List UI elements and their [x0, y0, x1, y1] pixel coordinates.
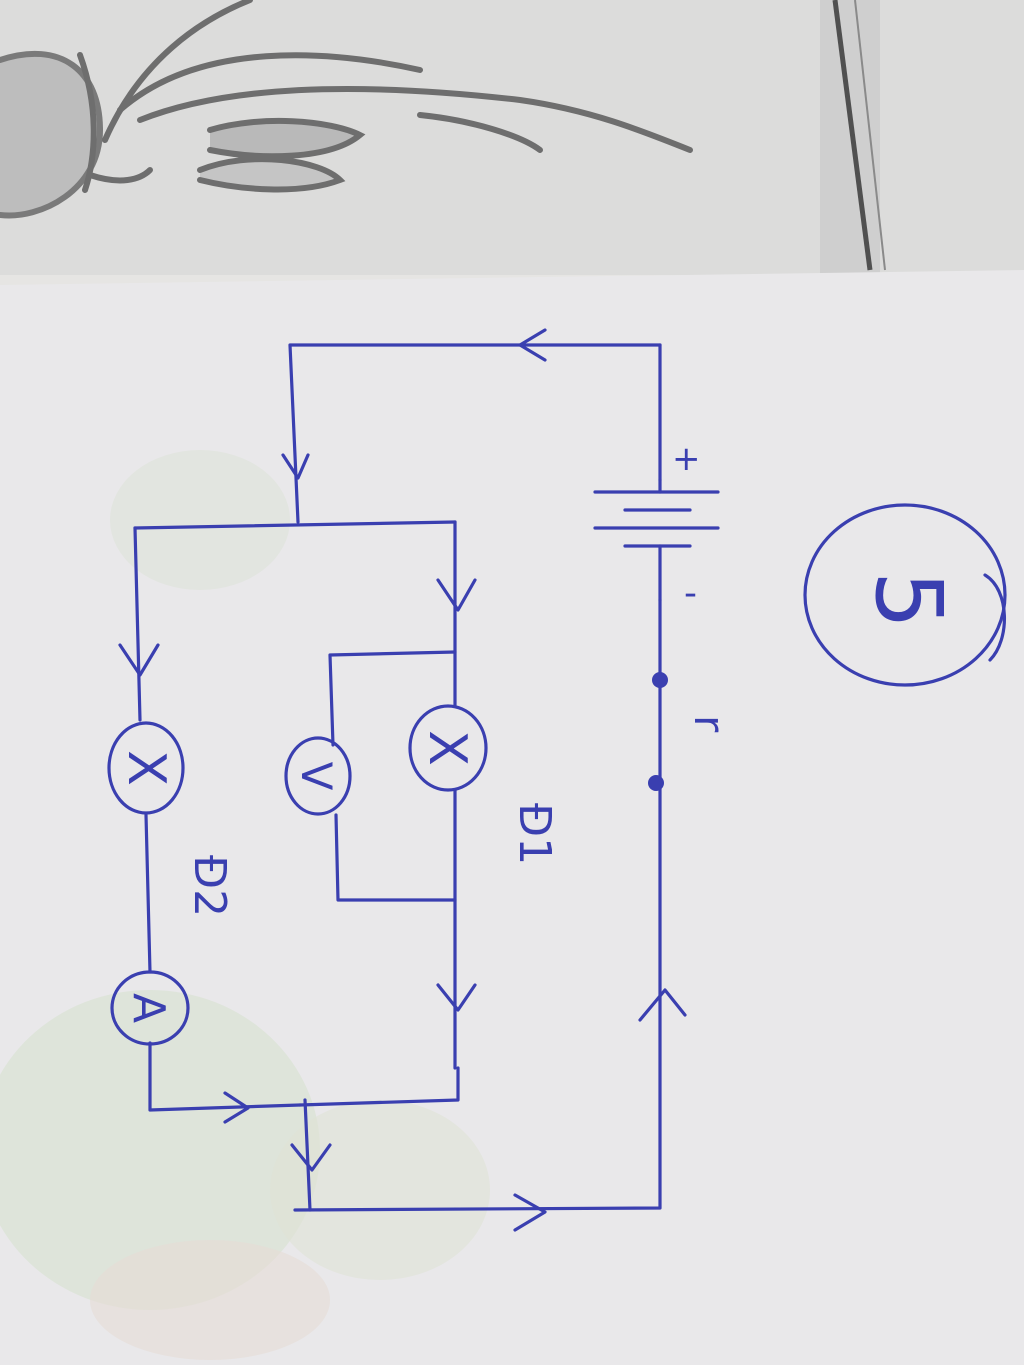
- svg-text:V: V: [292, 762, 341, 791]
- wire-branch-left-3: [148, 1041, 302, 1112]
- wire-branch-left-2: [144, 813, 152, 974]
- svg-text:A: A: [123, 993, 174, 1023]
- wire-top: [288, 343, 662, 524]
- lamp-1-label: Đ1: [509, 803, 560, 865]
- arrow-down-left: [281, 453, 310, 480]
- arrow-branch-left: [118, 643, 160, 677]
- arrow-bottom: [513, 1193, 547, 1232]
- wire-right-lower: [293, 598, 662, 1212]
- wire-branch-left-1: [133, 526, 142, 722]
- battery-minus-sign: -: [684, 573, 697, 614]
- wire-junction-bottom: [303, 1098, 312, 1212]
- lamp-2: X: [107, 721, 185, 815]
- arrow-branch-right-top: [436, 578, 477, 612]
- wire-branch-right-3: [298, 1066, 460, 1107]
- battery-plus-sign: +: [672, 439, 701, 479]
- wire-junction-top: [133, 520, 457, 530]
- lamp-2-label: Đ2: [184, 855, 235, 917]
- arrow-branch-right-bottom: [436, 983, 477, 1012]
- svg-text:X: X: [417, 730, 477, 766]
- wire-voltmeter: [328, 650, 457, 902]
- lamp-1: X: [408, 704, 488, 792]
- battery-symbol: [593, 478, 720, 602]
- voltmeter: V: [284, 736, 352, 816]
- ammeter: A: [110, 970, 190, 1046]
- arrow-right-up: [638, 988, 687, 1022]
- arrow-top: [518, 328, 547, 362]
- arrow-junction-bottom: [290, 1143, 332, 1172]
- internal-resistance-label: r: [685, 715, 734, 733]
- svg-text:X: X: [116, 750, 176, 786]
- terminal-dot-top: [652, 672, 668, 688]
- arrow-branch-left-bottom: [223, 1091, 250, 1124]
- butterfly-drawing: [0, 0, 693, 219]
- problem-number-badge: 5: [803, 503, 1007, 687]
- circuit-diagram: + - r X Đ2 A: [107, 328, 1007, 1232]
- svg-text:5: 5: [855, 571, 962, 630]
- terminal-dot-bottom: [648, 775, 664, 791]
